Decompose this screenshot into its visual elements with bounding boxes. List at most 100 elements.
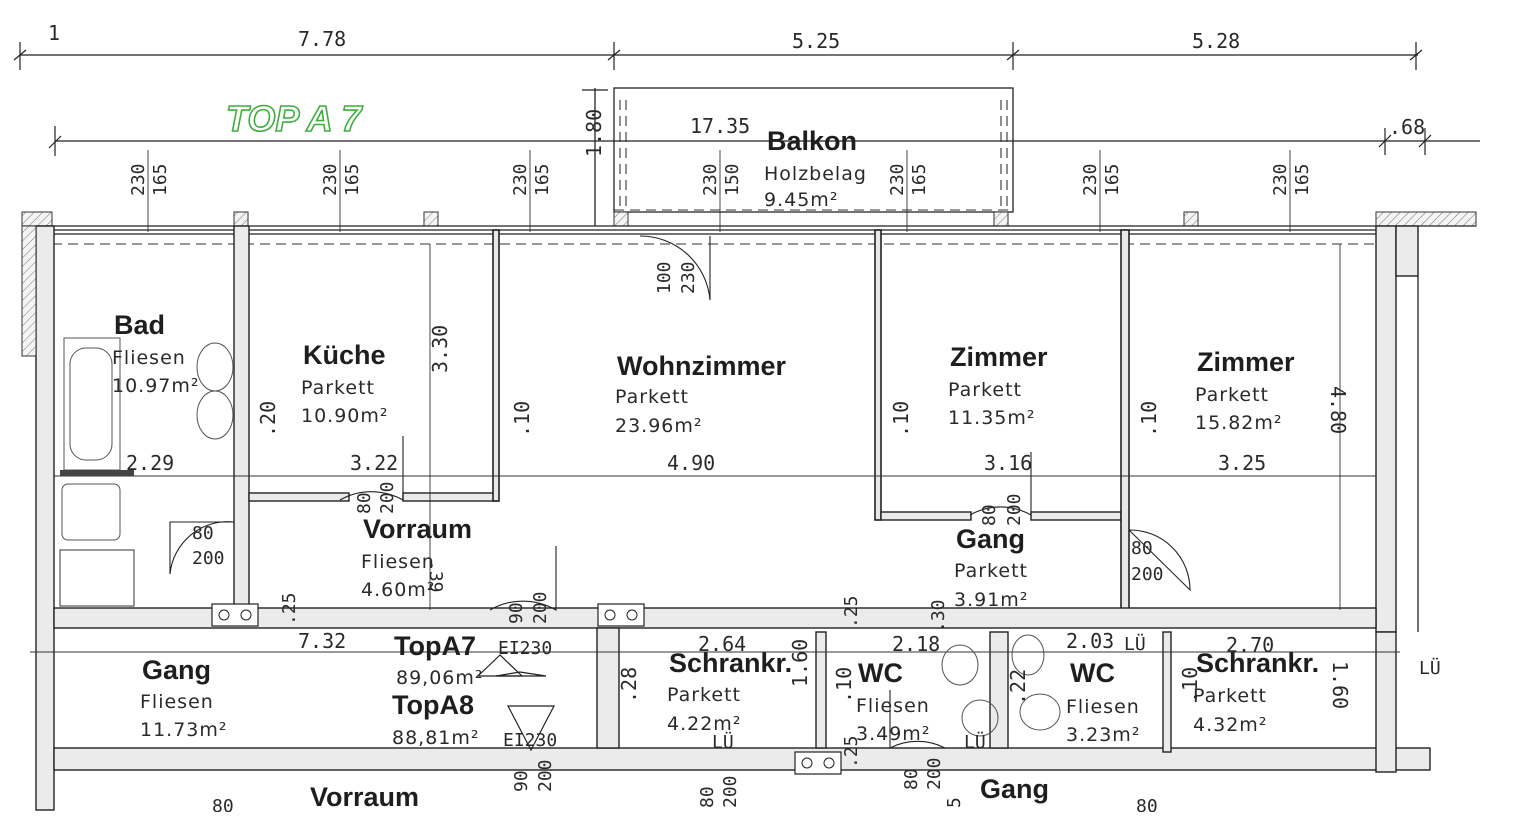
unit-area-a8: 88,81m² — [392, 727, 480, 749]
wall-left-hatch — [21, 225, 37, 357]
wall-left — [35, 225, 55, 811]
doors — [169, 235, 1191, 749]
room-floor: Parkett — [948, 379, 1022, 401]
room-area: 4.22m² — [667, 713, 741, 735]
inner-dimension-lines — [30, 244, 1400, 653]
fire-rating-a7: EI230 — [498, 638, 552, 659]
dimension-label: 80 — [901, 768, 922, 790]
dim-right: .68 — [1389, 115, 1425, 139]
door-size-labels: 100 230 80 200 80 200 90 200 80 200 80 2… — [192, 261, 1164, 817]
room-name: Gang — [956, 524, 1025, 554]
room-name: WC — [858, 658, 903, 688]
room-area: 10.90m² — [301, 405, 389, 427]
dimension-label: 80 — [192, 523, 214, 544]
room-area: 10.97m² — [112, 375, 200, 397]
room-kueche: Küche Parkett 10.90m² — [301, 340, 389, 427]
dimension-line-second: 17.35 .68 1.80 — [48, 88, 1480, 226]
unit-name-a8: TopA8 — [392, 690, 474, 720]
room-schrankraum-2: Schrankr. Parkett 4.32m² — [1193, 648, 1319, 736]
window-width: 165 — [532, 163, 553, 196]
toilet-icon — [1011, 634, 1045, 676]
dimension-label: .30 — [928, 599, 949, 632]
fire-rating-a8: EI230 — [503, 730, 557, 751]
dimension-label: 80 — [697, 786, 718, 808]
room-name: Bad — [114, 310, 165, 340]
window-dimensions: 230 165 230 165 230 165 230 150 230 165 … — [128, 150, 1313, 232]
dim-top-3: 5.25 — [792, 29, 840, 53]
room-area: 3.49m² — [856, 723, 930, 745]
dimension-label: .10 — [1178, 667, 1202, 703]
unit-area-a7: 89,06m² — [396, 667, 484, 689]
dim-top-1: 1 — [48, 21, 60, 45]
dim-balcony-depth: 1.80 — [582, 109, 606, 157]
room-name: Schrankr. — [669, 648, 792, 678]
dimension-label: 80 — [1136, 796, 1158, 817]
unit-title: TOP A 7 — [226, 98, 363, 139]
room-wc-2: WC Fliesen 3.23m² — [1066, 658, 1140, 746]
window-height: 230 — [700, 163, 721, 196]
dimension-label: 200 — [535, 759, 556, 792]
dimension-line-top: 1 7.78 5.25 5.28 — [13, 21, 1423, 70]
interior-walls — [53, 225, 1431, 773]
room-area: 23.96m² — [615, 415, 703, 437]
window-height: 230 — [1080, 163, 1101, 196]
room-schrankraum-1: Schrankr. Parkett 4.22m² — [667, 648, 792, 735]
room-name: WC — [1070, 658, 1115, 688]
dimension-label: 1.60 — [1328, 661, 1352, 709]
dimension-label: 2.29 — [126, 451, 174, 475]
fire-door-marker-a8 — [507, 705, 555, 752]
room-wohnzimmer: Wohnzimmer Parkett 23.96m² — [615, 351, 787, 437]
dimension-label: 200 — [192, 548, 225, 569]
dimension-label: 2.70 — [1226, 633, 1274, 657]
door-wc1 — [889, 690, 946, 749]
dimension-label: 80 — [1131, 538, 1153, 559]
room-gang-apartment: Gang Parkett 3.91m² — [954, 524, 1027, 611]
room-name-gang-below: Gang — [980, 774, 1049, 804]
bathroom-fixtures — [59, 337, 1061, 737]
dimension-label: 4.80 — [1326, 386, 1350, 434]
room-area: 4.60m² — [361, 579, 435, 601]
ventilation-labels: LÜ LÜ LÜ LÜ — [712, 633, 1441, 753]
room-area-balkon: 9.45m² — [764, 189, 838, 211]
dimension-label: 200 — [530, 591, 551, 624]
dimension-label: 200 — [924, 757, 945, 790]
wall-right-outer — [1395, 225, 1419, 277]
dimension-label: 3.30 — [428, 325, 452, 373]
dimension-label: .25 — [841, 735, 862, 768]
window-width: 165 — [1102, 163, 1123, 196]
room-area: 15.82m² — [1195, 412, 1283, 434]
dimension-label: .10 — [1137, 401, 1161, 437]
ventilation-label: LÜ — [1419, 657, 1441, 679]
sink-icon — [196, 390, 234, 440]
room-floor: Fliesen — [1066, 696, 1140, 718]
facade-wall — [21, 211, 1477, 245]
window-height: 230 — [128, 163, 149, 196]
room-wc-1: WC Fliesen 3.49m² — [856, 658, 930, 745]
room-floor: Parkett — [667, 684, 741, 706]
room-area: 11.35m² — [948, 407, 1036, 429]
dimension-label: 200 — [1004, 493, 1025, 526]
room-name: Wohnzimmer — [617, 351, 787, 381]
dim-top-2: 7.78 — [298, 27, 346, 51]
dimension-label: 5 — [944, 797, 965, 808]
room-zimmer-2: Zimmer Parkett 15.82m² — [1195, 347, 1295, 434]
balcony: Balkon Holzbelag 9.45m² — [613, 87, 1014, 213]
window-width: 165 — [150, 163, 171, 196]
dimension-label: .22 — [1006, 669, 1030, 705]
dimension-label: 80 — [212, 796, 234, 817]
dimension-label: 1.60 — [788, 639, 812, 687]
room-floor-balkon: Holzbelag — [764, 163, 867, 185]
door-zimmer1 — [969, 452, 1032, 516]
dimension-label: .39 — [425, 560, 446, 593]
dimension-label: 200 — [720, 775, 741, 808]
bathtub-icon — [69, 347, 113, 461]
dimension-label: .10 — [889, 401, 913, 437]
dimension-label: 90 — [506, 602, 527, 624]
toilet-icon — [1019, 693, 1061, 731]
door-balkon — [639, 235, 711, 301]
dimension-label: .10 — [832, 667, 856, 703]
dimension-label: 3.25 — [1218, 451, 1266, 475]
wall-right — [1375, 225, 1397, 633]
room-area: 4.32m² — [1193, 714, 1267, 736]
